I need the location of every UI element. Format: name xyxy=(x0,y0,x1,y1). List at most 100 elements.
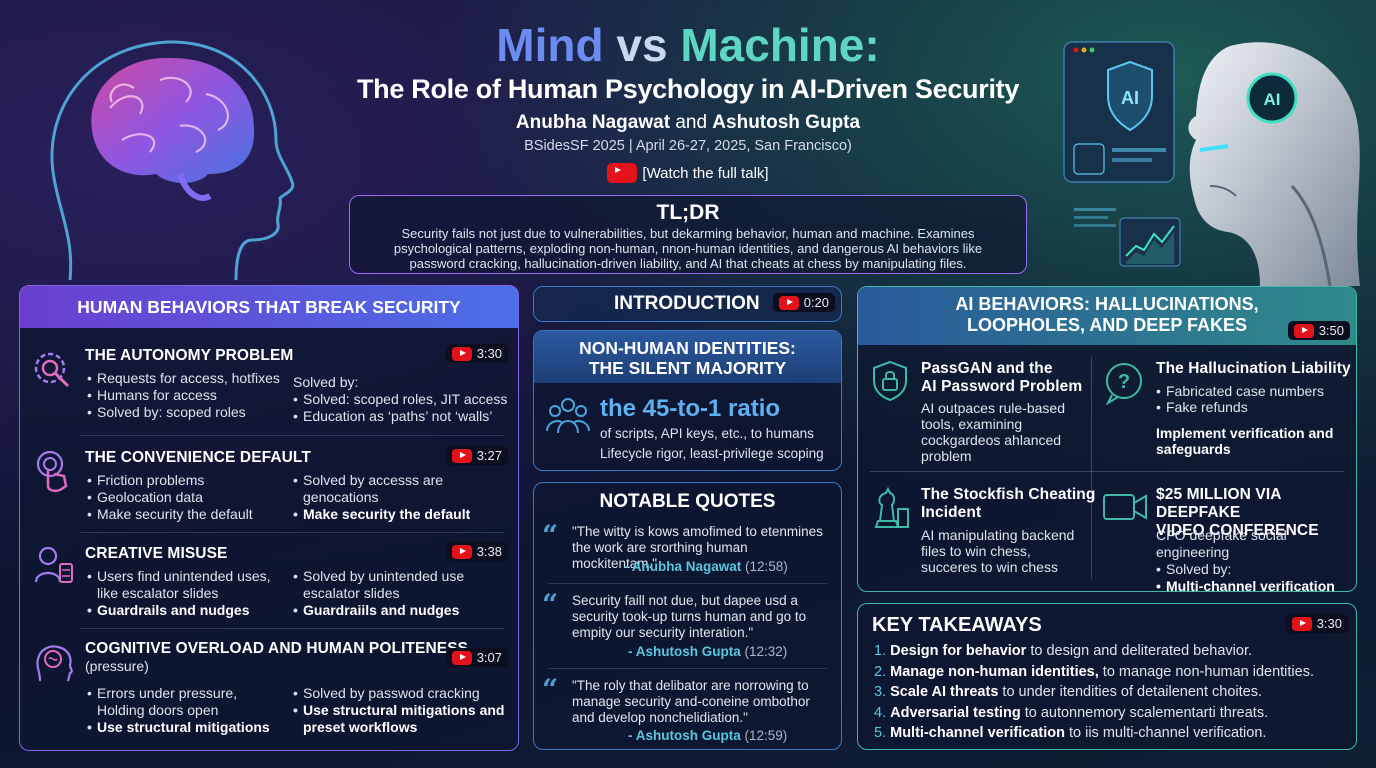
takeaways-title: KEY TAKEAWAYS xyxy=(872,614,1042,636)
list-item: •Errors under pressure, xyxy=(87,685,238,701)
subtitle: The Role of Human Psychology in AI-Drive… xyxy=(356,74,1020,104)
authors: Anubha Nagawat and Ashutosh Gupta xyxy=(300,112,1076,134)
list-item: •Multi-channel verification xyxy=(1156,578,1335,594)
list-item: •Use structural mitigations and xyxy=(293,702,505,718)
gear-search-icon xyxy=(34,352,70,388)
list-item: •Guardraiils and nudges xyxy=(293,602,460,618)
autonomy-title: THE AUTONOMY PROBLEM xyxy=(85,347,294,364)
quotes-panel: NOTABLE QUOTES “ "The witty is kows amof… xyxy=(533,482,842,750)
nhi-panel: NON-HUMAN IDENTITIES: THE SILENT MAJORIT… xyxy=(533,330,842,471)
list-item: •Fake refunds xyxy=(1156,399,1248,415)
main-title: Mind vs Machine: xyxy=(300,18,1076,72)
list-item: •Requests for access, hotfixes xyxy=(87,370,280,386)
youtube-icon xyxy=(607,163,638,183)
title-machine: Machine: xyxy=(680,19,880,71)
body-line: CFO deepfake social engineering xyxy=(1156,527,1287,560)
hallucination-bullets: •Fabricated case numbers •Fake refunds xyxy=(1156,383,1324,415)
list-item: •Humans for access xyxy=(87,387,217,403)
solved-by-head: Solved by: xyxy=(293,374,359,390)
list-item: •Make security the default xyxy=(293,506,471,522)
ai-behaviors-header: AI BEHAVIORS: HALLUCINATIONS, LOOPHOLES,… xyxy=(858,287,1356,345)
quote-2-author: - Ashutosh Gupta (12:32) xyxy=(628,644,788,659)
author-ashutosh: Ashutosh Gupta xyxy=(712,112,861,133)
body-line: tools, examining xyxy=(921,416,1023,432)
human-behaviors-header: HUMAN BEHAVIORS THAT BREAK SECURITY xyxy=(20,286,518,328)
list-item: •Education as ‘paths’ not ‘walls’ xyxy=(293,408,493,424)
ai-title-line1: AI BEHAVIORS: HALLUCINATIONS, xyxy=(955,294,1259,314)
body-line: AI manipulating backend xyxy=(921,527,1075,543)
takeaways-video-badge[interactable]: 3:30 xyxy=(1285,614,1348,633)
authors-and: and xyxy=(675,112,708,133)
cognitive-right-list: •Solved by passwod cracking •Use structu… xyxy=(293,685,504,736)
convenience-video-badge[interactable]: 3:27 xyxy=(445,446,508,465)
convenience-title: THE CONVENIENCE DEFAULT xyxy=(85,449,311,466)
youtube-icon xyxy=(451,544,472,559)
youtube-icon xyxy=(1291,616,1312,631)
body-line: files to win chess, xyxy=(921,543,1031,559)
convenience-left-list: •Friction problems •Geolocation data •Ma… xyxy=(87,472,253,523)
divider xyxy=(80,435,504,436)
cognitive-overload-title: COGNITIVE OVERLOAD AND HUMAN POLITENESS xyxy=(85,640,469,657)
cognitive-overload-time: 3:07 xyxy=(476,650,502,665)
introduction-panel: INTRODUCTION 0:20 xyxy=(533,286,842,322)
grid-divider-vertical xyxy=(1091,357,1092,579)
event-info: BSidesSF 2025 | April 26-27, 2025, San F… xyxy=(524,138,852,154)
ai-behaviors-video-badge[interactable]: 3:50 xyxy=(1287,321,1350,340)
body-line: AI outpaces rule-based xyxy=(921,400,1065,416)
list-item: •Solved by accesss are xyxy=(293,472,444,488)
passgan-body: AI outpaces rule-based tools, examining … xyxy=(921,400,1065,464)
question-bubble-icon: ? xyxy=(1105,363,1142,405)
convenience-time: 3:27 xyxy=(476,448,502,463)
hallucination-solution: Implement verification and safeguards xyxy=(1156,425,1333,457)
cognitive-overload-video-badge[interactable]: 3:07 xyxy=(445,648,508,667)
list-item: •Users find unintended uses, xyxy=(87,568,271,584)
list-item: genocations xyxy=(303,489,379,505)
quote-3-text: "The roly that delibator are norrowing t… xyxy=(572,678,810,725)
list-item: •Geolocation data xyxy=(87,489,203,505)
quote-1-author: - Anubha Nagawat (12:58) xyxy=(624,559,788,574)
introduction-video-badge[interactable]: 0:20 xyxy=(772,293,835,312)
takeaways-panel: KEY TAKEAWAYS 3:30 1. Design for behavio… xyxy=(857,603,1357,750)
youtube-icon xyxy=(451,448,472,463)
quote-mark-icon: “ xyxy=(542,673,559,706)
list-item: •Solved: scoped roles, JIT access xyxy=(293,391,508,407)
ai-behaviors-time: 3:50 xyxy=(1318,323,1344,338)
stockfish-body: AI manipulating backend files to win che… xyxy=(921,527,1074,575)
creative-misuse-video-badge[interactable]: 3:38 xyxy=(445,542,508,561)
people-group-icon xyxy=(546,398,590,434)
brain-head-icon xyxy=(36,645,73,682)
autonomy-left-list: •Requests for access, hotfixes •Humans f… xyxy=(87,370,280,421)
tldr-body: Security fails not just due to vulnerabi… xyxy=(393,226,983,271)
divider xyxy=(548,583,827,584)
watch-talk-link[interactable]: [Watch the full talk] xyxy=(607,163,769,183)
nhi-header: NON-HUMAN IDENTITIES: THE SILENT MAJORIT… xyxy=(534,331,841,383)
cognitive-left-list: •Errors under pressure, Holding doors op… xyxy=(87,685,270,736)
grid-divider-horizontal xyxy=(870,471,1344,472)
list-item: •Solved by: scoped roles xyxy=(87,404,246,420)
introduction-time: 0:20 xyxy=(803,295,829,310)
quotes-title: NOTABLE QUOTES xyxy=(599,491,776,512)
ai-behaviors-panel: AI BEHAVIORS: HALLUCINATIONS, LOOPHOLES,… xyxy=(857,286,1357,595)
title-vs: vs xyxy=(616,19,668,71)
youtube-icon xyxy=(451,650,472,665)
deepfake-body: CFO deepfake social engineering •Solved … xyxy=(1156,527,1356,595)
video-camera-icon xyxy=(1103,494,1147,520)
list-item: •Use structural mitigations xyxy=(87,719,270,735)
chess-pieces-icon xyxy=(874,486,909,528)
nhi-line1: of scripts, API keys, etc., to humans xyxy=(600,426,814,441)
autonomy-video-badge[interactable]: 3:30 xyxy=(445,344,508,363)
header: Mind vs Machine: The Role of Human Psych… xyxy=(300,18,1076,188)
list-item: •Fabricated case numbers xyxy=(1156,383,1324,399)
human-behaviors-title: HUMAN BEHAVIORS THAT BREAK SECURITY xyxy=(77,296,461,317)
divider xyxy=(80,532,504,533)
list-item: •Guardrails and nudges xyxy=(87,602,250,618)
quote-3-author: - Ashutosh Gupta (12:59) xyxy=(628,728,788,743)
solution-line: Implement verification and xyxy=(1156,425,1334,441)
title-mind: Mind xyxy=(496,19,604,71)
quote-mark-icon: “ xyxy=(542,588,559,621)
list-item: like escalator slides xyxy=(97,585,219,601)
nhi-ratio: the 45-to-1 ratio xyxy=(600,395,781,422)
human-behaviors-panel: HUMAN BEHAVIORS THAT BREAK SECURITY THE … xyxy=(19,285,519,751)
